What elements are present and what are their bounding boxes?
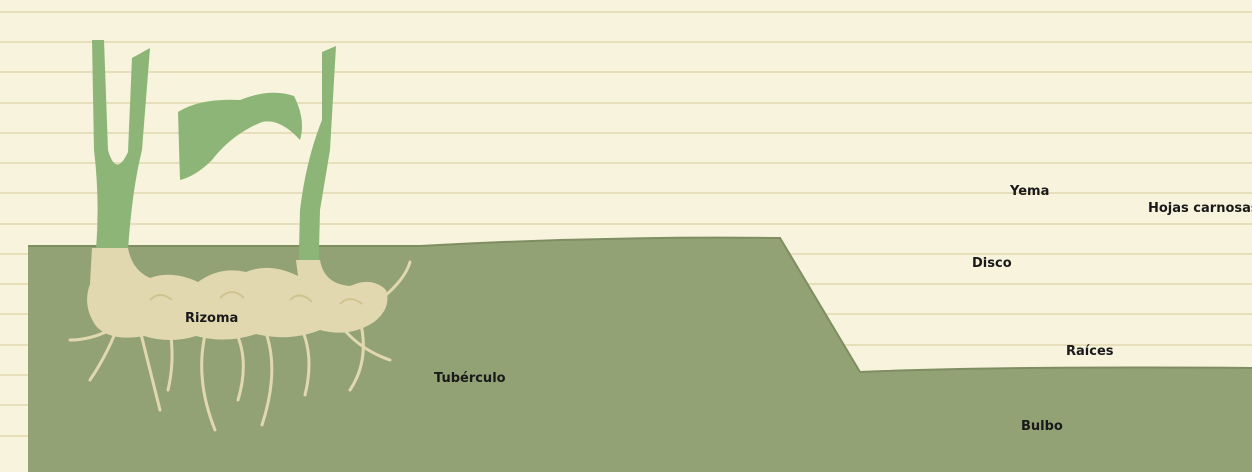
label-raices: Raíces	[1066, 344, 1114, 359]
label-disco: Disco	[972, 256, 1012, 271]
label-yema: Yema	[1010, 184, 1049, 199]
label-bulbo: Bulbo	[1021, 419, 1063, 434]
label-rizoma: Rizoma	[185, 311, 238, 326]
label-hojas-carnosas: Hojas carnosas	[1148, 201, 1252, 216]
label-tuberculo: Tubérculo	[434, 371, 506, 386]
